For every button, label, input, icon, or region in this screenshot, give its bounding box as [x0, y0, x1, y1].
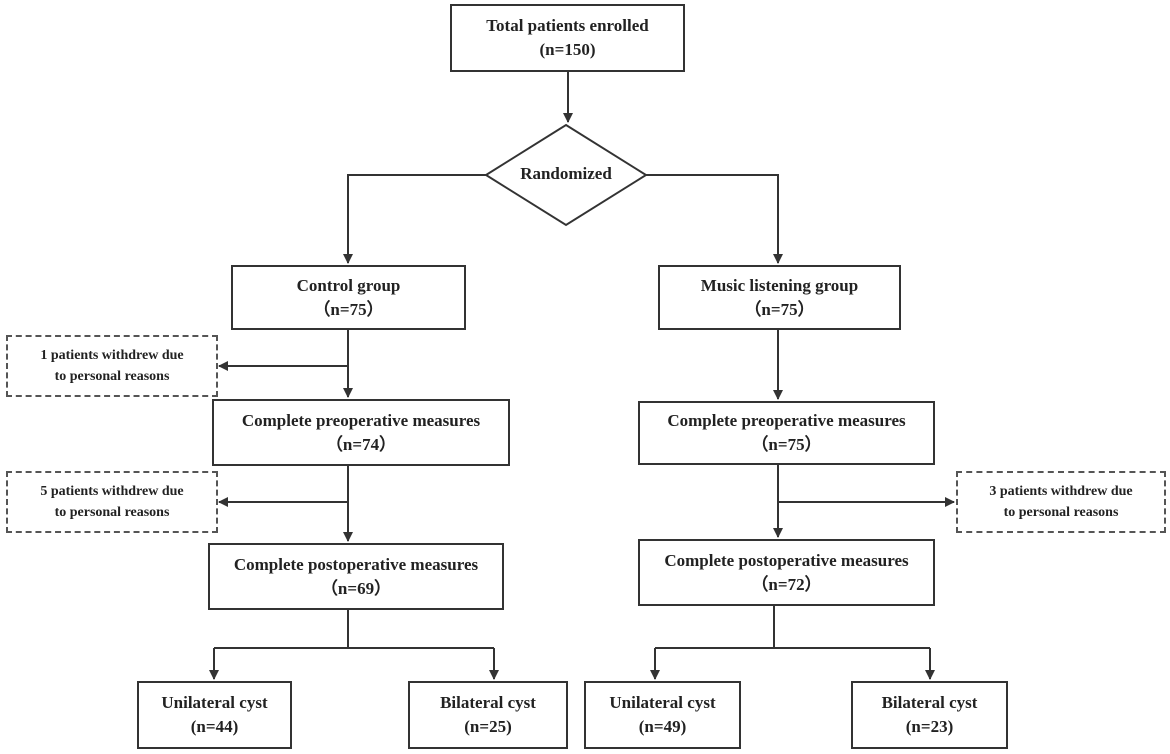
control-preop-box: Complete preoperative measures （n=74） [212, 399, 510, 466]
music-bilateral-box: Bilateral cyst (n=23) [851, 681, 1008, 749]
control-withdrawal-box-2: 5 patients withdrew due to personal reas… [6, 471, 218, 533]
control-preop-count: （n=74） [325, 434, 397, 454]
total-patients-box: Total patients enrolled (n=150) [450, 4, 685, 72]
total-patients-count: (n=150) [539, 40, 596, 59]
music-preop-box: Complete preoperative measures （n=75） [638, 401, 935, 465]
music-postop-count: （n=72） [751, 574, 822, 594]
arrow-randomized-to-control [343, 174, 486, 264]
randomized-diamond [484, 123, 648, 227]
music-postop-title: Complete postoperative measures [664, 550, 909, 570]
control-unilateral-box: Unilateral cyst (n=44) [137, 681, 292, 749]
control-unilateral-count: (n=44) [190, 717, 239, 736]
randomized-label: Randomized [520, 164, 612, 183]
music-bilateral-count: (n=23) [905, 717, 954, 736]
control-group-title: Control group [296, 275, 401, 295]
arrow-randomized-to-music [646, 174, 783, 264]
control-unilateral-title: Unilateral cyst [161, 693, 268, 712]
music-unilateral-box: Unilateral cyst (n=49) [584, 681, 741, 749]
control-withdrawal-2-line2: to personal reasons [54, 505, 170, 520]
control-withdrawal-2-line1: 5 patients withdrew due [40, 484, 184, 499]
music-postop-box: Complete postoperative measures （n=72） [638, 539, 935, 606]
control-group-box: Control group （n=75） [231, 265, 466, 330]
control-postop-count: （n=69） [320, 578, 392, 598]
music-group-box: Music listening group （n=75） [658, 265, 901, 330]
music-withdrawal-line1: 3 patients withdrew due [989, 484, 1133, 499]
control-withdrawal-box-1: 1 patients withdrew due to personal reas… [6, 335, 218, 397]
control-postop-title: Complete postoperative measures [233, 554, 479, 574]
music-withdrawal-line2: to personal reasons [1003, 505, 1119, 520]
control-withdrawal-1-line2: to personal reasons [54, 369, 170, 384]
control-group-count: （n=75） [313, 299, 384, 319]
music-group-count: （n=75） [744, 299, 815, 319]
control-postop-box: Complete postoperative measures （n=69） [208, 543, 504, 610]
music-preop-count: （n=75） [751, 435, 822, 454]
music-group-title: Music listening group [700, 275, 859, 295]
music-bilateral-title: Bilateral cyst [881, 693, 978, 712]
control-withdrawal-1-line1: 1 patients withdrew due [40, 348, 184, 363]
control-preop-title: Complete preoperative measures [241, 410, 481, 430]
music-preop-title: Complete preoperative measures [667, 411, 906, 430]
control-bilateral-box: Bilateral cyst (n=25) [408, 681, 568, 749]
music-unilateral-count: (n=49) [638, 717, 687, 736]
music-unilateral-title: Unilateral cyst [609, 693, 716, 712]
control-bilateral-count: (n=25) [464, 717, 512, 736]
total-patients-title: Total patients enrolled [486, 16, 649, 35]
control-bilateral-title: Bilateral cyst [440, 693, 536, 712]
music-withdrawal-box: 3 patients withdrew due to personal reas… [956, 471, 1166, 533]
